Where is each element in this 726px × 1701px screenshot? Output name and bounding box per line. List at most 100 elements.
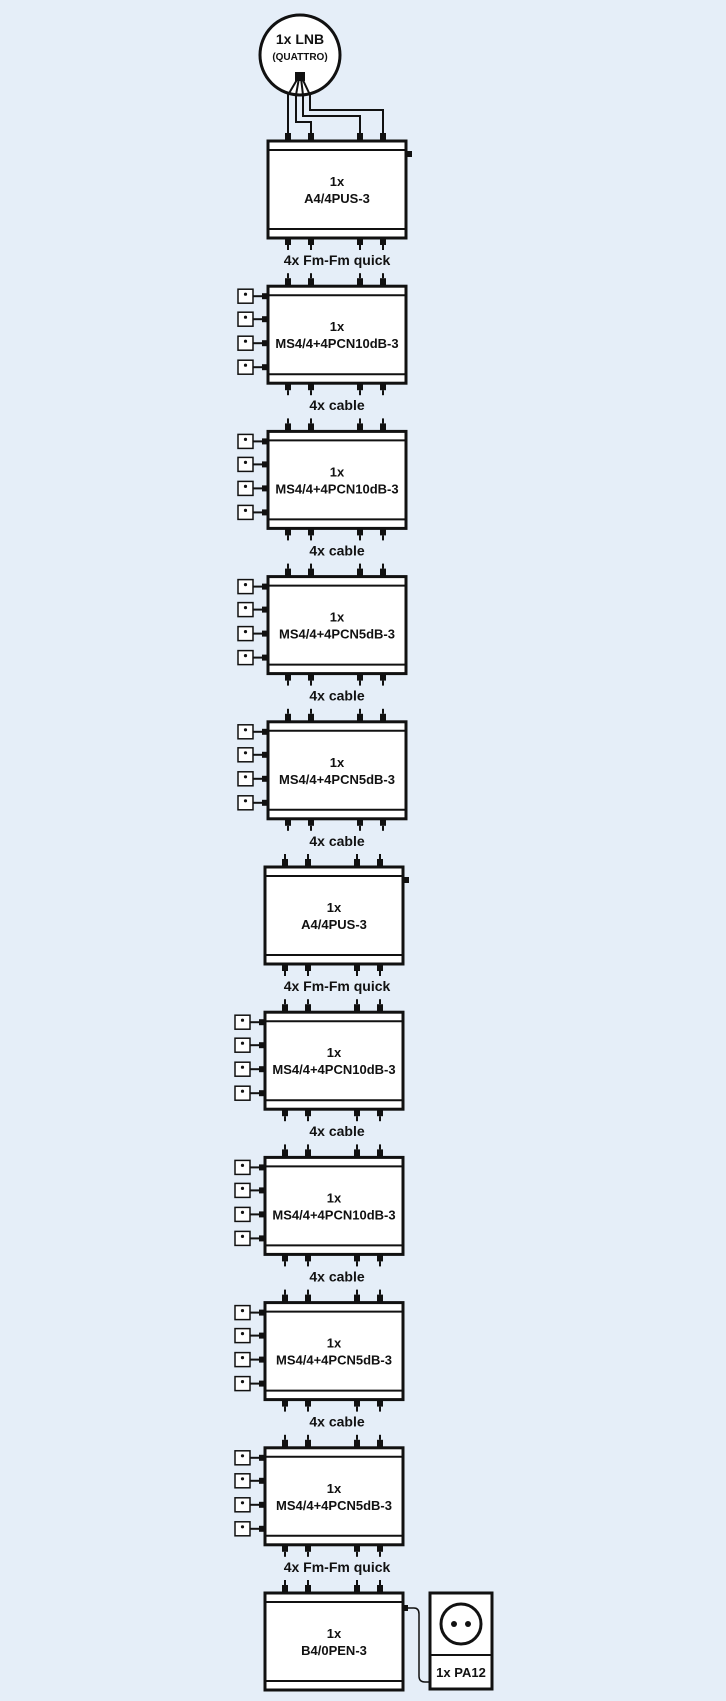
- output-port-icon: [380, 383, 386, 391]
- input-port-icon: [380, 278, 386, 287]
- input-port-icon: [282, 859, 288, 867]
- outlet-port-icon: [259, 1164, 264, 1171]
- outlet-port-icon: [262, 606, 267, 613]
- outlet-port-icon: [259, 1042, 264, 1049]
- input-port-icon: [308, 713, 314, 722]
- lnb-type-label: (QUATTRO): [272, 52, 327, 63]
- component-qty: 1x: [327, 900, 342, 915]
- output-port-icon: [285, 673, 291, 681]
- outlet-icon: [234, 1230, 251, 1247]
- input-port-icon: [377, 1585, 383, 1593]
- outlet-port-icon: [259, 1187, 264, 1194]
- outlet-icon: [237, 625, 254, 642]
- output-port-icon: [285, 238, 291, 245]
- outlet-port-icon: [259, 1477, 264, 1484]
- output-port-icon: [308, 383, 314, 391]
- output-port-icon: [380, 673, 386, 681]
- outlet-port-icon: [262, 630, 267, 637]
- link-label: 4x cable: [309, 542, 364, 558]
- component-qty: 1x: [327, 1190, 342, 1205]
- outlet-port-icon: [259, 1090, 264, 1097]
- outlet-dot: [243, 799, 248, 803]
- outlet-port-icon: [259, 1501, 264, 1508]
- component-box: [263, 1010, 405, 1111]
- link-label: 4x Fm-Fm quick: [284, 252, 391, 268]
- component-model: MS4/4+4PCN5dB-3: [279, 772, 395, 787]
- output-port-icon: [377, 964, 383, 971]
- input-port-icon: [285, 713, 291, 722]
- component-qty: 1x: [327, 1045, 342, 1060]
- outlet-icon: [234, 1159, 251, 1176]
- outlet-icon: [237, 747, 254, 763]
- input-port-icon: [380, 568, 386, 577]
- outlet-dot: [243, 363, 248, 367]
- output-port-icon: [282, 1399, 288, 1407]
- input-port-icon: [308, 423, 314, 432]
- outlet-icon: [237, 504, 254, 521]
- output-port-icon: [377, 1544, 383, 1552]
- outlet-port-icon: [259, 1235, 264, 1242]
- outlet-dot: [240, 1065, 245, 1069]
- outlet-icon: [237, 480, 254, 497]
- outlet-icon: [237, 578, 254, 595]
- outlet-port-icon: [262, 438, 267, 445]
- outlet-icon: [234, 1061, 251, 1077]
- outlet-dot: [243, 315, 248, 319]
- outlet-icon: [237, 649, 254, 666]
- power-port-icon: [406, 151, 412, 157]
- outlet-icon: [234, 1037, 251, 1053]
- outlet-dot: [243, 583, 248, 587]
- output-port-icon: [380, 528, 386, 536]
- output-port-icon: [282, 1109, 288, 1117]
- component-qty: 1x: [330, 319, 345, 334]
- lnb-cable: [287, 77, 299, 128]
- output-port-icon: [354, 1544, 360, 1552]
- output-port-icon: [357, 673, 363, 681]
- outlet-port-icon: [262, 316, 267, 323]
- outlet-port-icon: [259, 1525, 264, 1532]
- component-box: [263, 865, 405, 966]
- outlet-dot: [240, 1163, 245, 1167]
- outlet-dot: [240, 1525, 245, 1529]
- outlet-port-icon: [259, 1454, 264, 1461]
- lnb-cable: [301, 77, 384, 128]
- component-box: [263, 1301, 405, 1402]
- output-port-icon: [305, 1254, 311, 1262]
- input-port-icon: [285, 133, 291, 141]
- outlet-port-icon: [262, 751, 267, 758]
- output-port-icon: [354, 1109, 360, 1117]
- input-port-icon: [357, 713, 363, 722]
- component-box: [266, 720, 408, 821]
- output-port-icon: [285, 528, 291, 536]
- link-label: 4x Fm-Fm quick: [284, 978, 391, 994]
- component-qty: 1x: [330, 755, 345, 770]
- component-model: B4/0PEN-3: [301, 1643, 367, 1658]
- outlet-port-icon: [262, 654, 267, 661]
- power-supply-label: 1x PA12: [436, 1665, 486, 1680]
- outlet-icon: [234, 1473, 251, 1489]
- outlet-port-icon: [262, 340, 267, 347]
- output-port-icon: [305, 1399, 311, 1407]
- output-port-icon: [308, 528, 314, 536]
- power-supply: 1x PA12: [403, 1591, 494, 1691]
- outlet-dot: [240, 1380, 245, 1384]
- input-port-icon: [377, 1294, 383, 1303]
- output-port-icon: [354, 1254, 360, 1262]
- outlet-dot: [243, 292, 248, 296]
- component-model: MS4/4+4PCN5dB-3: [279, 627, 395, 642]
- component-model: MS4/4+4PCN5dB-3: [276, 1353, 392, 1368]
- output-port-icon: [357, 238, 363, 245]
- outlet-icon: [234, 1450, 251, 1466]
- outlet-port-icon: [262, 364, 267, 371]
- outlet-icon: [237, 771, 254, 787]
- input-port-icon: [377, 859, 383, 867]
- input-port-icon: [305, 859, 311, 867]
- outlet-dot: [243, 437, 248, 441]
- output-port-icon: [282, 1254, 288, 1262]
- outlet-dot: [243, 654, 248, 658]
- power-supply-box: [428, 1591, 494, 1691]
- input-port-icon: [380, 423, 386, 432]
